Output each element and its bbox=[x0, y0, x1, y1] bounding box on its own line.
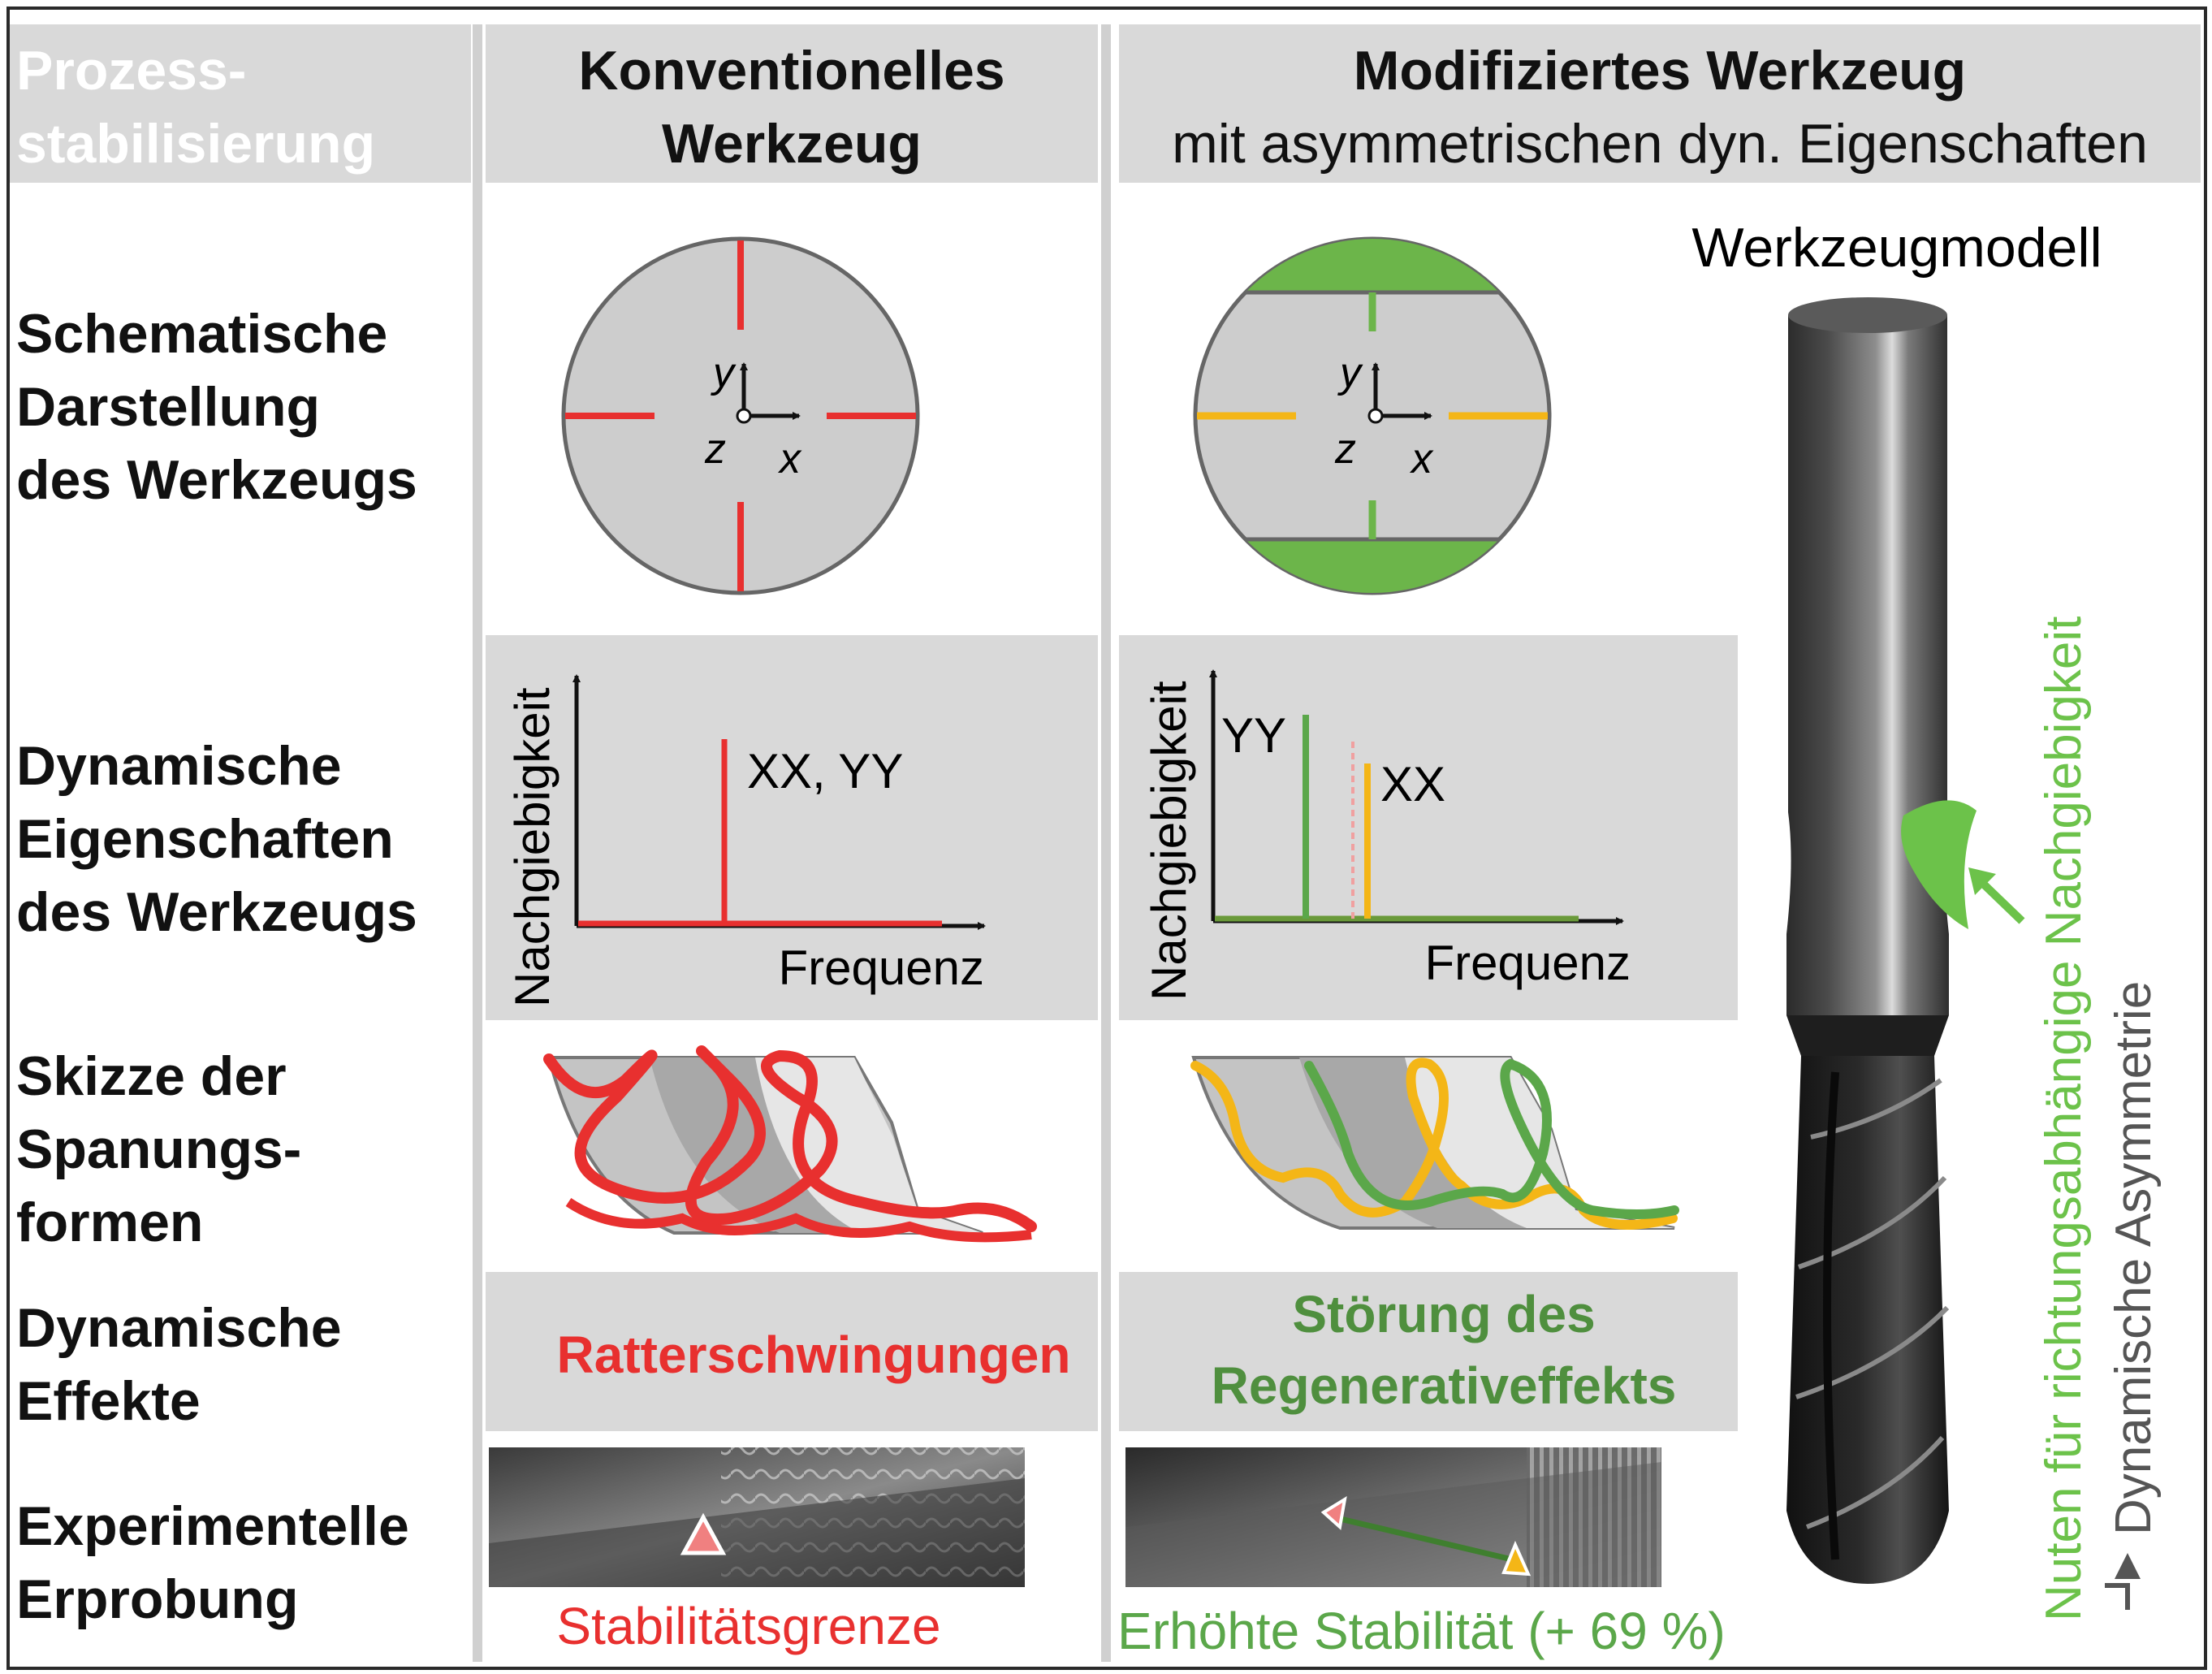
effects-conv-bg bbox=[486, 1272, 1098, 1431]
y-label: y bbox=[1337, 349, 1363, 396]
dynamic-props-mod-bg bbox=[1119, 635, 1738, 1020]
effects-mod-bg bbox=[1119, 1272, 1738, 1431]
z-axis-symbol bbox=[1367, 408, 1384, 424]
row-label-effects: Dynamische Effekte bbox=[16, 1291, 342, 1438]
header-col0-line1: Prozess- bbox=[16, 40, 247, 102]
row-label-line: Schematische bbox=[16, 303, 388, 365]
column-separator-2 bbox=[1101, 24, 1111, 1662]
header-col1: Konventionelles Werkzeug bbox=[486, 34, 1098, 180]
header-col0-bg bbox=[10, 24, 471, 183]
asymmetry-label: Dynamische Asymmetrie bbox=[2106, 981, 2162, 1535]
z-label: z bbox=[704, 426, 726, 473]
chip-wave-green bbox=[1304, 1058, 1679, 1219]
stability-limit-marker bbox=[680, 1512, 727, 1555]
row-label-schematic: Schematische Darstellung des Werkzeugs bbox=[16, 297, 417, 517]
groove-pointer-arrow bbox=[1977, 877, 2025, 924]
row-label-line: Dynamische bbox=[16, 1297, 342, 1359]
new-limit-marker bbox=[1501, 1540, 1532, 1577]
z-label: z bbox=[1334, 426, 1356, 473]
row-label-line: Eigenschaften bbox=[16, 808, 394, 870]
xx-label: XX bbox=[1380, 757, 1445, 811]
header-col2-bg bbox=[1119, 24, 2201, 183]
row-label-line: Experimentelle bbox=[16, 1495, 409, 1557]
effect-modified-line1: Störung des bbox=[1292, 1285, 1595, 1343]
chip-sketch-conventional bbox=[543, 1045, 1037, 1243]
effect-conventional: Ratterschwingungen bbox=[557, 1326, 1071, 1384]
x-axis-label: Frequenz bbox=[1425, 936, 1631, 990]
yy-label: YY bbox=[1221, 708, 1286, 763]
tool-top bbox=[1788, 297, 1947, 333]
y-axis-label: Nachgiebigkeit bbox=[1142, 681, 1196, 1001]
row-label-line: Skizze der bbox=[16, 1045, 287, 1107]
compliance-chart-conventional: XX, YY Frequenz Nachgiebigkeit bbox=[505, 674, 986, 1007]
row-label-experiment: Experimentelle Erprobung bbox=[16, 1490, 409, 1636]
header-col0: Prozess- stabilisierung bbox=[16, 34, 375, 180]
tool-model-title: Werkzeugmodell bbox=[1691, 217, 2102, 279]
x-label: x bbox=[1409, 435, 1434, 482]
compliance-chart-modified: YY XX Frequenz Nachgiebigkeit bbox=[1142, 669, 1631, 1001]
row-label-line: Effekte bbox=[16, 1370, 201, 1432]
chip-wave bbox=[565, 1197, 1032, 1243]
z-axis-symbol bbox=[736, 408, 752, 424]
chip-wave bbox=[543, 1045, 1037, 1232]
groove-highlight bbox=[1901, 800, 1977, 929]
column-separator-1 bbox=[473, 24, 482, 1662]
row-label-line: Spanungs- bbox=[16, 1118, 302, 1180]
experiment-photo-modified bbox=[1125, 1447, 1661, 1587]
header-col2-line2: mit asymmetrischen dyn. Eigenschaften bbox=[1172, 113, 2148, 175]
outer-frame bbox=[6, 6, 2207, 1670]
row-label-line: formen bbox=[16, 1192, 204, 1253]
row-label-line: Darstellung bbox=[16, 376, 321, 438]
row-label-dynamic-props: Dynamische Eigenschaften des Werkzeugs bbox=[16, 729, 417, 949]
experiment-photo-conventional bbox=[489, 1447, 1025, 1587]
tool-shank bbox=[1786, 315, 1949, 1015]
tool-model: Werkzeugmodell Nuten für richtungsabhäng… bbox=[1691, 217, 2162, 1621]
schematic-modified: y z x bbox=[1193, 236, 1552, 595]
asymmetry-pointer bbox=[2105, 1583, 2130, 1610]
groove-pointer-arrowhead bbox=[1968, 867, 1996, 895]
header-col2-line1: Modifiziertes Werkzeug bbox=[1353, 40, 1967, 102]
y-label: y bbox=[711, 349, 737, 396]
row-label-line: des Werkzeugs bbox=[16, 449, 417, 511]
header-col0-line2: stabilisierung bbox=[16, 113, 376, 175]
experiment-conventional-caption: Stabilitätsgrenze bbox=[556, 1597, 940, 1655]
row-label-line: Erprobung bbox=[16, 1568, 299, 1630]
old-limit-marker bbox=[1320, 1495, 1347, 1530]
chip-wave-yellow bbox=[1190, 1058, 1678, 1230]
header-col1-bg bbox=[486, 24, 1098, 183]
x-axis-label: Frequenz bbox=[779, 941, 984, 995]
peak-label: XX, YY bbox=[747, 744, 903, 798]
y-axis-label: Nachgiebigkeit bbox=[505, 687, 559, 1007]
x-label: x bbox=[777, 435, 802, 482]
row-label-chip-sketch: Skizze der Spanungs- formen bbox=[16, 1040, 301, 1259]
header-col1-line2: Werkzeug bbox=[662, 113, 922, 175]
effect-modified-line2: Regenerativeffekts bbox=[1212, 1356, 1677, 1415]
row-label-line: des Werkzeugs bbox=[16, 881, 417, 943]
schematic-conventional: y z x bbox=[561, 236, 920, 595]
header-col1-line1: Konventionelles bbox=[578, 40, 1005, 102]
chip-sketch-modified bbox=[1190, 1056, 1679, 1230]
dynamic-props-conv-bg bbox=[486, 635, 1098, 1020]
row-label-line: Dynamische bbox=[16, 735, 342, 797]
header-col2: Modifiziertes Werkzeug mit asymmetrische… bbox=[1119, 34, 2201, 180]
stability-increase-arrow bbox=[1333, 1514, 1513, 1563]
asymmetry-arrowhead bbox=[2115, 1553, 2141, 1579]
grooves-label: Nuten für richtungsabhängige Nachgiebigk… bbox=[2036, 616, 2092, 1621]
experiment-modified-caption: Erhöhte Stabilität (+ 69 %) bbox=[1117, 1602, 1726, 1660]
